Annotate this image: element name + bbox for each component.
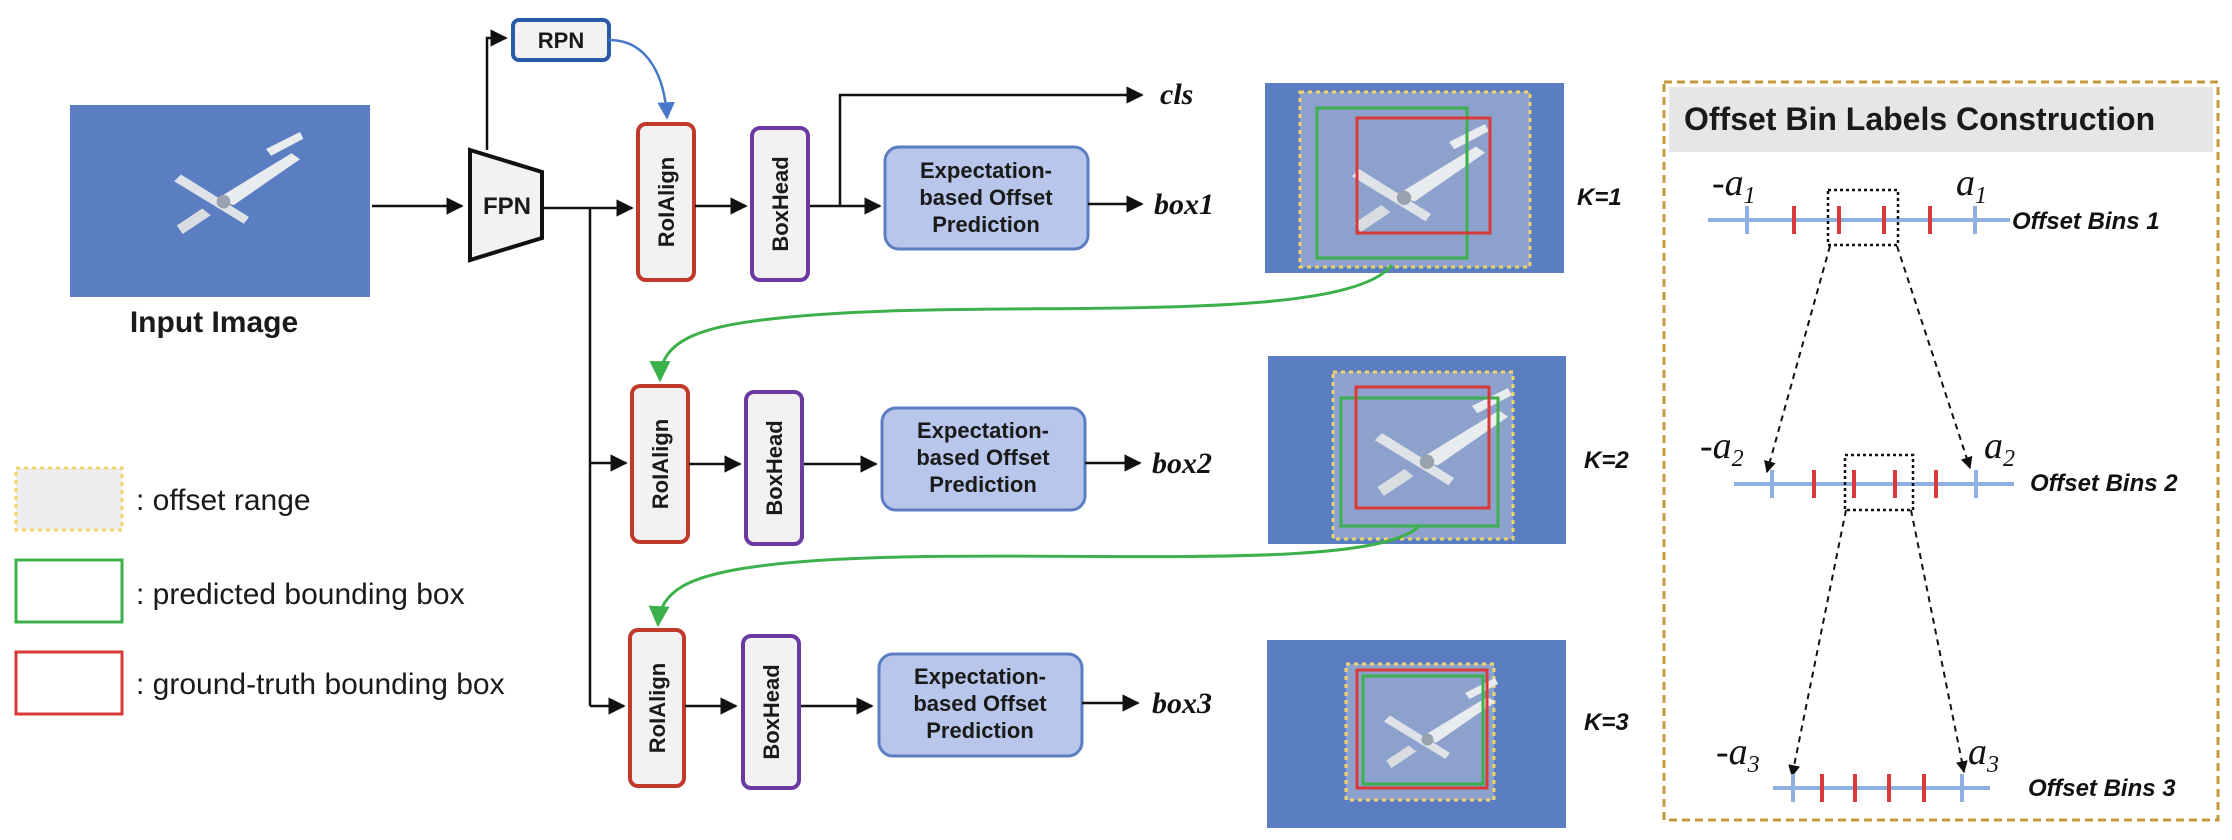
bin2-label: Offset Bins 2: [2030, 470, 2178, 497]
ground-truth-box-1: [1355, 116, 1492, 235]
ground-truth-box-3: [1355, 668, 1489, 790]
stage1-thumbnail: [1265, 83, 1564, 273]
roialign-label-1: RoIAlign: [654, 157, 679, 247]
stage2-thumbnail: [1268, 356, 1566, 544]
offset-range-box-3: [1344, 662, 1496, 802]
cls-output-label: cls: [1160, 78, 1193, 111]
dashed-arrow-1a: [1764, 245, 1831, 474]
expectation-line-3: Prediction: [929, 472, 1037, 497]
predicted-box-2: [1339, 396, 1500, 528]
legend-predicted-swatch: [14, 558, 124, 624]
expectation-block-1: Expectation- based Offset Prediction: [883, 145, 1090, 251]
arrow-to-cls: [838, 86, 1144, 206]
bin3-label: Offset Bins 3: [2028, 775, 2176, 802]
dashed-arrow-2b: [1910, 509, 1968, 774]
legend-ground-truth-swatch: [14, 650, 124, 716]
offset-range-box-2: [1331, 370, 1515, 541]
dashed-arrow-1b: [1896, 245, 1973, 470]
arrow-rpn-to-roialign: [608, 38, 675, 120]
offset-bin-panel: Offset Bin Labels Construction -a1 a1 Of…: [1662, 80, 2220, 822]
input-image: [70, 105, 370, 297]
offset-range-box-1: [1298, 90, 1532, 269]
expectation-block-3: Expectation- based Offset Prediction: [877, 652, 1084, 758]
bin3-neg-label: -a3: [1716, 731, 1760, 778]
expectation-line-2: based Offset: [916, 445, 1050, 470]
input-image-caption: Input Image: [130, 306, 298, 339]
boxhead-label-2: BoxHead: [762, 420, 787, 515]
expectation-line-1: Expectation-: [917, 418, 1049, 443]
expectation-line-1: Expectation-: [914, 664, 1046, 689]
bin2-pos-label: a2: [1984, 425, 2015, 472]
boxhead-block-1: BoxHead: [750, 126, 810, 282]
rpn-label: RPN: [538, 28, 584, 53]
roialign-block-3: RoIAlign: [628, 628, 686, 788]
offset-bins-3: -a3 a3 Offset Bins 3: [1716, 731, 2176, 802]
roialign-label-2: RoIAlign: [648, 419, 673, 509]
legend-offset-range: : offset range: [136, 484, 311, 517]
offset-bins-2: -a2 a2 Offset Bins 2: [1700, 425, 2178, 512]
dashed-arrow-2a: [1788, 509, 1847, 778]
rpn-block: RPN: [511, 18, 611, 62]
k-label-3: K=3: [1584, 709, 1629, 736]
legend-ground-truth: : ground-truth bounding box: [136, 668, 505, 701]
box1-output-label: box1: [1154, 188, 1214, 221]
box2-output-label: box2: [1152, 447, 1212, 480]
arrow-fpn-to-rpn: [485, 29, 508, 150]
panel-title: Offset Bin Labels Construction: [1684, 101, 2155, 137]
bin3-pos-label: a3: [1968, 731, 1999, 778]
fpn-label: FPN: [483, 193, 531, 220]
expectation-line-3: Prediction: [932, 212, 1040, 237]
k-label-1: K=1: [1577, 184, 1622, 211]
roialign-block-1: RoIAlign: [636, 122, 696, 282]
boxhead-label-3: BoxHead: [759, 664, 784, 759]
bin1-label: Offset Bins 1: [2012, 208, 2160, 235]
feedback-arrow-1: [649, 264, 1394, 383]
fpn-block: FPN: [468, 147, 544, 263]
feedback-arrow-2: [648, 525, 1420, 628]
offset-bins-1: -a1 a1 Offset Bins 1: [1708, 162, 2160, 247]
roialign-block-2: RoIAlign: [630, 384, 690, 544]
k-label-2: K=2: [1584, 447, 1629, 474]
stage3-thumbnail: [1267, 640, 1566, 828]
ground-truth-box-2: [1354, 385, 1491, 510]
bin1-neg-label: -a1: [1712, 162, 1756, 209]
expectation-line-3: Prediction: [926, 718, 1034, 743]
legend: : offset range : predicted bounding box …: [14, 466, 505, 716]
box3-output-label: box3: [1152, 687, 1212, 720]
expectation-line-2: based Offset: [919, 185, 1053, 210]
expectation-line-1: Expectation-: [920, 158, 1052, 183]
legend-offset-swatch: [14, 466, 124, 532]
boxhead-block-2: BoxHead: [744, 390, 804, 546]
predicted-box-1: [1315, 106, 1469, 260]
bin2-neg-label: -a2: [1700, 425, 1744, 472]
expectation-line-2: based Offset: [913, 691, 1047, 716]
predicted-box-3: [1361, 674, 1485, 786]
legend-predicted: : predicted bounding box: [136, 578, 465, 611]
roialign-label-3: RoIAlign: [645, 663, 670, 753]
bin1-pos-label: a1: [1956, 162, 1987, 209]
boxhead-block-3: BoxHead: [741, 634, 801, 790]
expectation-block-2: Expectation- based Offset Prediction: [880, 406, 1087, 512]
boxhead-label-1: BoxHead: [768, 156, 793, 251]
